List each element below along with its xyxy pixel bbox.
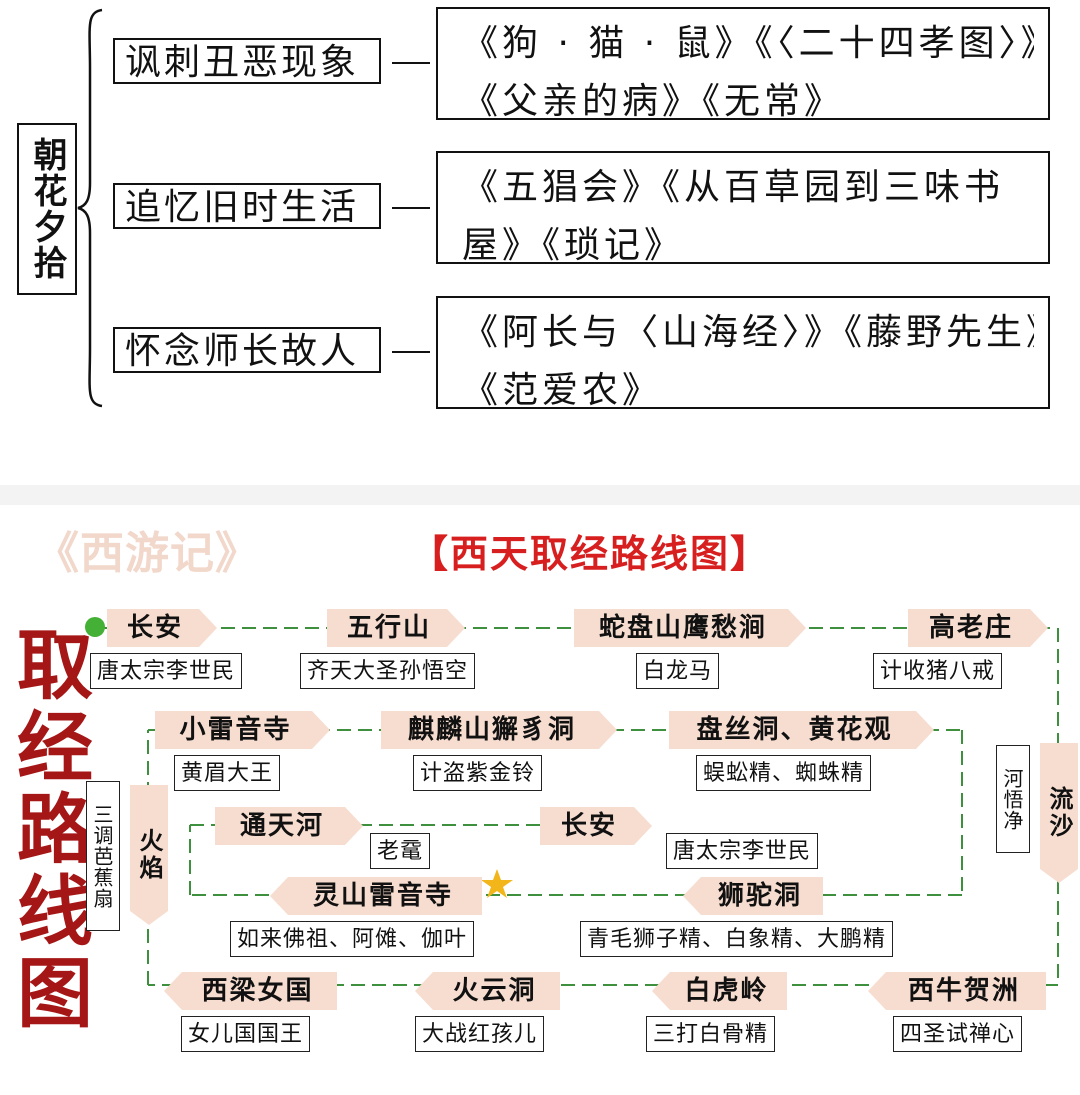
place-label: 五行山	[346, 613, 431, 643]
event-box: 青毛狮子精、白象精、大鹏精	[580, 921, 894, 957]
event-box: 唐太宗李世民	[90, 653, 243, 689]
works-line: 《范爱农》	[462, 370, 663, 411]
event-box: 白龙马	[636, 653, 720, 689]
works-line: 《五猖会》《从百草园到三味书	[462, 167, 1005, 208]
event-box: 计盗紫金铃	[413, 755, 543, 791]
event-label: 青毛狮子精、白象精、大鹏精	[587, 927, 887, 952]
works-line: 《阿长与〈山海经〉》《藤野先生》	[462, 312, 1034, 353]
place-baihuling: 白虎岭	[652, 972, 787, 1010]
event-label: 唐太宗李世民	[97, 659, 236, 684]
mindmap-root-box: 朝花夕拾	[17, 123, 77, 295]
category-label: 怀念师长故人	[125, 331, 360, 372]
place-xiliangnvguo: 西梁女国	[164, 972, 337, 1010]
category-box-satire: 讽刺丑恶现象	[113, 38, 381, 84]
place-label: 长安	[560, 811, 617, 841]
place-label: 西牛贺洲	[907, 976, 1020, 1006]
event-box: 黄眉大王	[174, 755, 281, 791]
mindmap-panel: 朝花夕拾 讽刺丑恶现象 《狗 · 猫 · 鼠》《〈二十四孝图〉》 《父亲的病》《…	[0, 0, 1080, 470]
event-box: 蜈蚣精、蜘蛛精	[696, 755, 872, 791]
event-label: 老鼋	[377, 839, 424, 864]
event-label: 三打白骨精	[653, 1022, 769, 1047]
place-label: 灵山雷音寺	[312, 881, 453, 911]
category-label: 追忆旧时生活	[125, 187, 360, 228]
event-label: 如来佛祖、阿傩、伽叶	[237, 927, 468, 952]
event-label: 白龙马	[643, 659, 713, 684]
event-box: 老鼋	[370, 833, 431, 869]
event-box: 三调芭蕉扇	[86, 781, 120, 931]
connector-line	[392, 351, 430, 353]
place-tongtianhe: 通天河	[215, 807, 363, 845]
works-line: 屋》《琐记》	[462, 225, 685, 266]
place-huoyundong: 火云洞	[415, 972, 560, 1010]
event-label: 齐天大圣孙悟空	[307, 659, 469, 684]
place-gaolaozhuang: 高老庄	[908, 609, 1048, 647]
event-label: 大战红孩儿	[422, 1022, 538, 1047]
event-box: 大战红孩儿	[415, 1016, 545, 1052]
event-box: 三打白骨精	[646, 1016, 776, 1052]
place-shituodong: 狮驼洞	[683, 877, 823, 915]
place-label: 流沙	[1045, 786, 1074, 840]
place-label: 麒麟山獬豸洞	[407, 715, 576, 745]
event-box: 女儿国国王	[181, 1016, 311, 1052]
works-box-mentors: 《阿长与〈山海经〉》《藤野先生》 《范爱农》	[436, 296, 1050, 411]
event-box: 如来佛祖、阿傩、伽叶	[230, 921, 475, 957]
works-line: 《父亲的病》《无常》	[462, 81, 845, 122]
place-label: 西梁女国	[201, 976, 314, 1006]
event-box: 计收猪八戒	[873, 653, 1003, 689]
place-xiaoleiyinsi: 小雷音寺	[155, 711, 330, 749]
place-label: 狮驼洞	[717, 881, 802, 911]
place-huoyan: 火焰	[130, 785, 168, 925]
works-line: 《狗 · 猫 · 鼠》《〈二十四孝图〉》	[462, 23, 1034, 64]
event-box: 四圣试禅心	[893, 1016, 1023, 1052]
category-box-mentors: 怀念师长故人	[113, 327, 381, 373]
start-dot	[85, 617, 105, 637]
connector-line	[392, 62, 430, 64]
place-label: 盘丝洞、黄花观	[696, 715, 893, 745]
side-title: 取经路线图	[4, 625, 93, 1035]
route-panel: 《西游记》 【西天取经路线图】 取经路线图 长安 唐太宗李世民	[0, 485, 1080, 1095]
event-label: 唐太宗李世民	[673, 839, 812, 864]
works-box-memories: 《五猖会》《从百草园到三味书 屋》《琐记》	[436, 151, 1050, 266]
event-box: 唐太宗李世民	[666, 833, 819, 869]
place-changan-end: 长安	[540, 807, 652, 845]
place-label: 通天河	[239, 811, 324, 841]
place-label: 白虎岭	[684, 976, 769, 1006]
place-pansidong: 盘丝洞、黄花观	[669, 711, 934, 749]
event-label: 四圣试禅心	[900, 1022, 1016, 1047]
event-box: 齐天大圣孙悟空	[300, 653, 476, 689]
place-xiniuhezhou: 西牛贺洲	[868, 972, 1046, 1010]
book-title: 《西游记》	[35, 528, 260, 579]
place-label: 火焰	[135, 828, 164, 882]
mindmap-root-label: 朝花夕拾	[27, 137, 67, 281]
event-label: 河悟净	[1000, 767, 1024, 831]
place-changan-start: 长安	[107, 609, 217, 647]
works-box-satire: 《狗 · 猫 · 鼠》《〈二十四孝图〉》 《父亲的病》《无常》	[436, 7, 1050, 122]
event-label: 蜈蚣精、蜘蛛精	[703, 761, 865, 786]
category-box-memories: 追忆旧时生活	[113, 183, 381, 229]
connector-line	[392, 207, 430, 209]
place-label: 高老庄	[928, 613, 1013, 643]
place-shepanshan: 蛇盘山鹰愁涧	[574, 609, 806, 647]
place-wuxingshan: 五行山	[327, 609, 465, 647]
place-liusha: 流沙	[1040, 743, 1078, 883]
place-label: 蛇盘山鹰愁涧	[598, 613, 767, 643]
place-label: 小雷音寺	[179, 715, 292, 745]
curly-brace	[77, 8, 103, 408]
event-label: 黄眉大王	[181, 761, 274, 786]
star-icon	[481, 869, 513, 898]
category-label: 讽刺丑恶现象	[125, 42, 360, 83]
place-label: 长安	[126, 613, 183, 643]
event-label: 三调芭蕉扇	[90, 803, 114, 909]
event-label: 女儿国国王	[188, 1022, 304, 1047]
event-box: 河悟净	[996, 745, 1030, 853]
place-lingshan: 灵山雷音寺	[270, 877, 482, 915]
event-label: 计收猪八戒	[880, 659, 996, 684]
event-label: 计盗紫金铃	[420, 761, 536, 786]
route-title: 【西天取经路线图】	[410, 532, 771, 576]
panel-divider	[0, 485, 1080, 505]
place-label: 火云洞	[452, 976, 537, 1006]
place-qilinshan: 麒麟山獬豸洞	[381, 711, 617, 749]
